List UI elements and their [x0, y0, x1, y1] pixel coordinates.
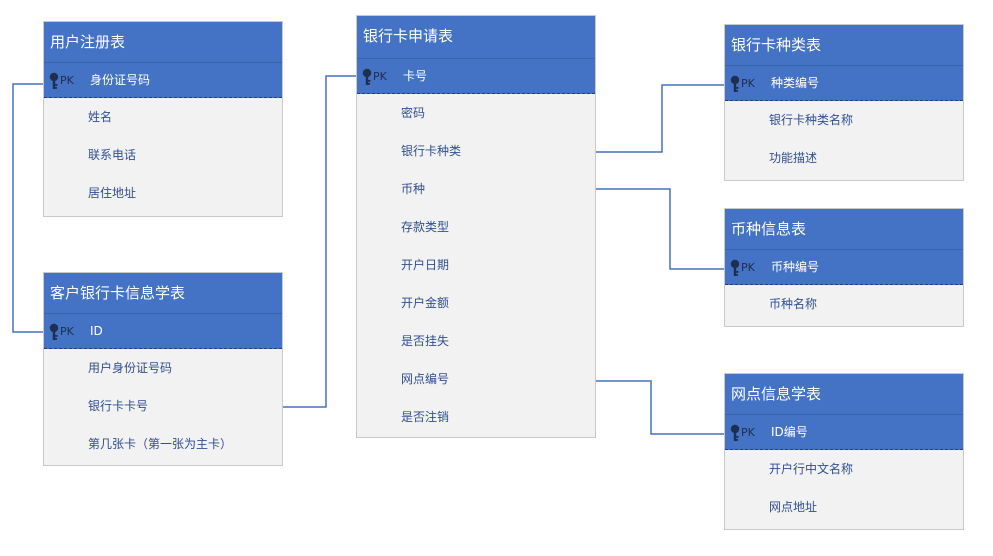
- currency-table-pk-row[interactable]: PK 币种编号: [725, 249, 963, 285]
- table-field[interactable]: 开户金额: [401, 296, 450, 310]
- table-field[interactable]: 开户行中文名称: [769, 462, 854, 476]
- card-type-table[interactable]: 银行卡种类表 PK 种类编号 银行卡种类名称 功能描述: [724, 24, 964, 181]
- table-field[interactable]: 功能描述: [769, 151, 818, 165]
- table-field[interactable]: 居住地址: [88, 186, 137, 200]
- pk-field: 卡号: [403, 69, 428, 83]
- key-icon: [48, 323, 78, 341]
- table-field[interactable]: 银行卡种类: [401, 144, 462, 158]
- currency-table[interactable]: 币种信息表 PK 币种编号 币种名称: [724, 208, 964, 327]
- user-table[interactable]: 用户注册表 PK 身份证号码 姓名 联系电话 居住地址: [43, 21, 283, 217]
- key-icon: [729, 259, 759, 277]
- pk-tag: PK: [741, 261, 755, 274]
- table-field[interactable]: 开户日期: [401, 258, 450, 272]
- customer-card-table[interactable]: 客户银行卡信息学表 PK ID 用户身份证号码 银行卡卡号 第几张卡（第一张为主…: [43, 272, 283, 466]
- table-field[interactable]: 联系电话: [88, 148, 137, 162]
- table-field[interactable]: 币种: [401, 182, 426, 196]
- key-icon: [48, 72, 78, 90]
- pk-field: ID: [90, 324, 103, 338]
- connector-user-to-customer: [12, 83, 44, 333]
- pk-tag: PK: [373, 70, 387, 83]
- pk-tag: PK: [741, 426, 755, 439]
- card-apply-table-pk-row[interactable]: PK 卡号: [357, 58, 595, 94]
- currency-table-title: 币种信息表: [725, 209, 963, 249]
- key-icon: [729, 75, 759, 93]
- table-field[interactable]: 是否注销: [401, 410, 450, 424]
- connector-apply-to-branch: [595, 380, 724, 435]
- user-table-title: 用户注册表: [44, 22, 282, 62]
- card-apply-table-title: 银行卡申请表: [357, 16, 595, 58]
- table-field[interactable]: 第几张卡（第一张为主卡）: [88, 437, 233, 451]
- connector-customer-to-apply: [282, 75, 356, 408]
- pk-tag: PK: [60, 74, 74, 87]
- branch-table-pk-row[interactable]: PK ID编号: [725, 414, 963, 450]
- card-type-table-title: 银行卡种类表: [725, 25, 963, 65]
- table-field[interactable]: 银行卡卡号: [88, 399, 149, 413]
- table-field[interactable]: 姓名: [88, 110, 113, 124]
- customer-card-table-title: 客户银行卡信息学表: [44, 273, 282, 313]
- branch-table-title: 网点信息学表: [725, 374, 963, 414]
- pk-field: ID编号: [771, 425, 808, 439]
- card-type-table-pk-row[interactable]: PK 种类编号: [725, 65, 963, 101]
- table-field[interactable]: 存款类型: [401, 220, 450, 234]
- user-table-pk-row[interactable]: PK 身份证号码: [44, 62, 282, 98]
- pk-field: 种类编号: [771, 76, 820, 90]
- card-apply-table[interactable]: 银行卡申请表 PK 卡号 密码 银行卡种类 币种 存款类型 开户日期 开户金额 …: [356, 15, 596, 438]
- connector-apply-to-currency: [595, 188, 724, 270]
- pk-tag: PK: [741, 77, 755, 90]
- key-icon: [729, 424, 759, 442]
- customer-card-table-pk-row[interactable]: PK ID: [44, 313, 282, 349]
- table-field[interactable]: 用户身份证号码: [88, 361, 173, 375]
- branch-table[interactable]: 网点信息学表 PK ID编号 开户行中文名称 网点地址: [724, 373, 964, 530]
- key-icon: [361, 68, 391, 86]
- table-field[interactable]: 币种名称: [769, 297, 818, 311]
- connector-apply-to-cardtype: [595, 84, 724, 153]
- table-field[interactable]: 网点地址: [769, 500, 818, 514]
- pk-field: 币种编号: [771, 260, 820, 274]
- table-field[interactable]: 是否挂失: [401, 334, 450, 348]
- table-field[interactable]: 密码: [401, 106, 426, 120]
- table-field[interactable]: 银行卡种类名称: [769, 113, 854, 127]
- pk-field: 身份证号码: [90, 73, 151, 87]
- pk-tag: PK: [60, 325, 74, 338]
- table-field[interactable]: 网点编号: [401, 372, 450, 386]
